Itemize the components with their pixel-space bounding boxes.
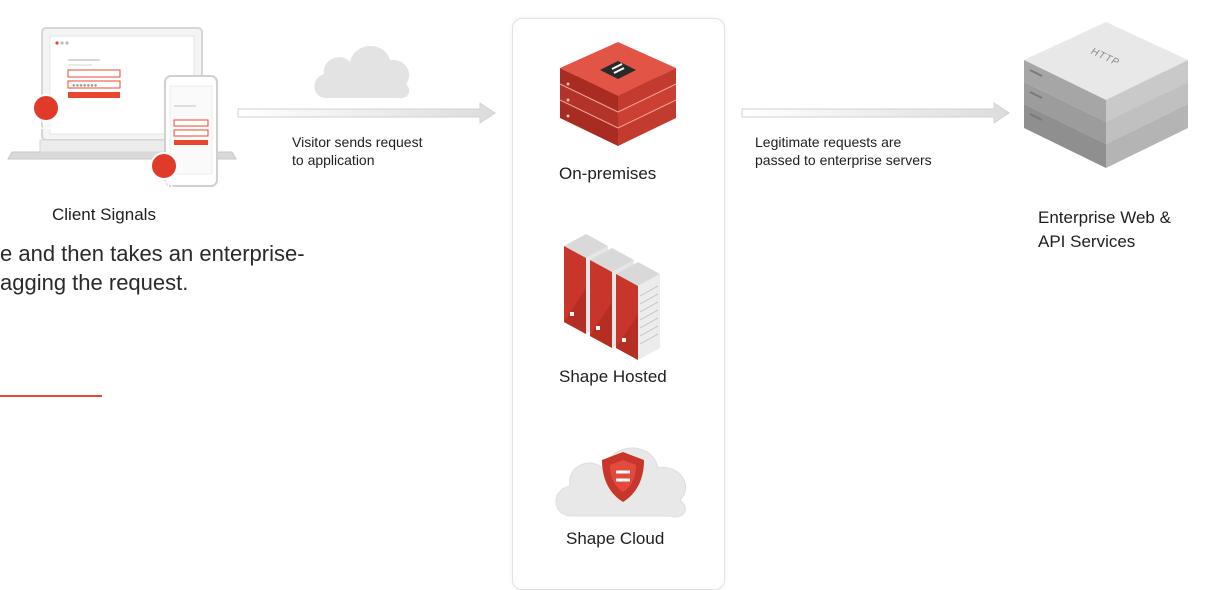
- laptop-phone-icon: ●●●●●●●: [7, 27, 237, 187]
- arrow-to-application: [236, 100, 498, 126]
- enterprise-label-line-1: Enterprise Web &: [1038, 208, 1171, 227]
- arrow1-caption-line-2: to application: [292, 152, 375, 168]
- on-premises-server-icon: [556, 42, 680, 148]
- client-signals-illustration: ●●●●●●● JS SDK: [0, 20, 240, 190]
- sdk-badge-label: SDK: [154, 179, 174, 189]
- svg-text:●●●●●●●: ●●●●●●●: [72, 83, 98, 89]
- arrow-to-enterprise: [740, 100, 1012, 126]
- enterprise-http-servers-icon: HTTP: [1018, 22, 1194, 170]
- shape-cloud-icon: [548, 430, 698, 522]
- arrow2-caption-line-2: passed to enterprise servers: [755, 152, 932, 168]
- arrow2-caption-line-1: Legitimate requests are: [755, 134, 902, 150]
- client-signals-label: Client Signals: [52, 205, 156, 224]
- shape-hosted-racks-icon: [560, 226, 680, 362]
- shape-cloud-label: Shape Cloud: [566, 529, 665, 548]
- js-badge-label: JS: [39, 121, 53, 132]
- on-premises-label: On-premises: [559, 164, 657, 183]
- body-text-line-2: agging the request.: [0, 270, 189, 295]
- body-text-line-1: e and then takes an enterprise-: [0, 241, 305, 266]
- enterprise-label-line-2: API Services: [1038, 232, 1136, 251]
- arrow1-caption-line-1: Visitor sends request: [292, 134, 423, 150]
- request-cloud-icon: [308, 34, 418, 104]
- shape-hosted-label: Shape Hosted: [559, 367, 667, 386]
- accent-rule: [0, 395, 102, 397]
